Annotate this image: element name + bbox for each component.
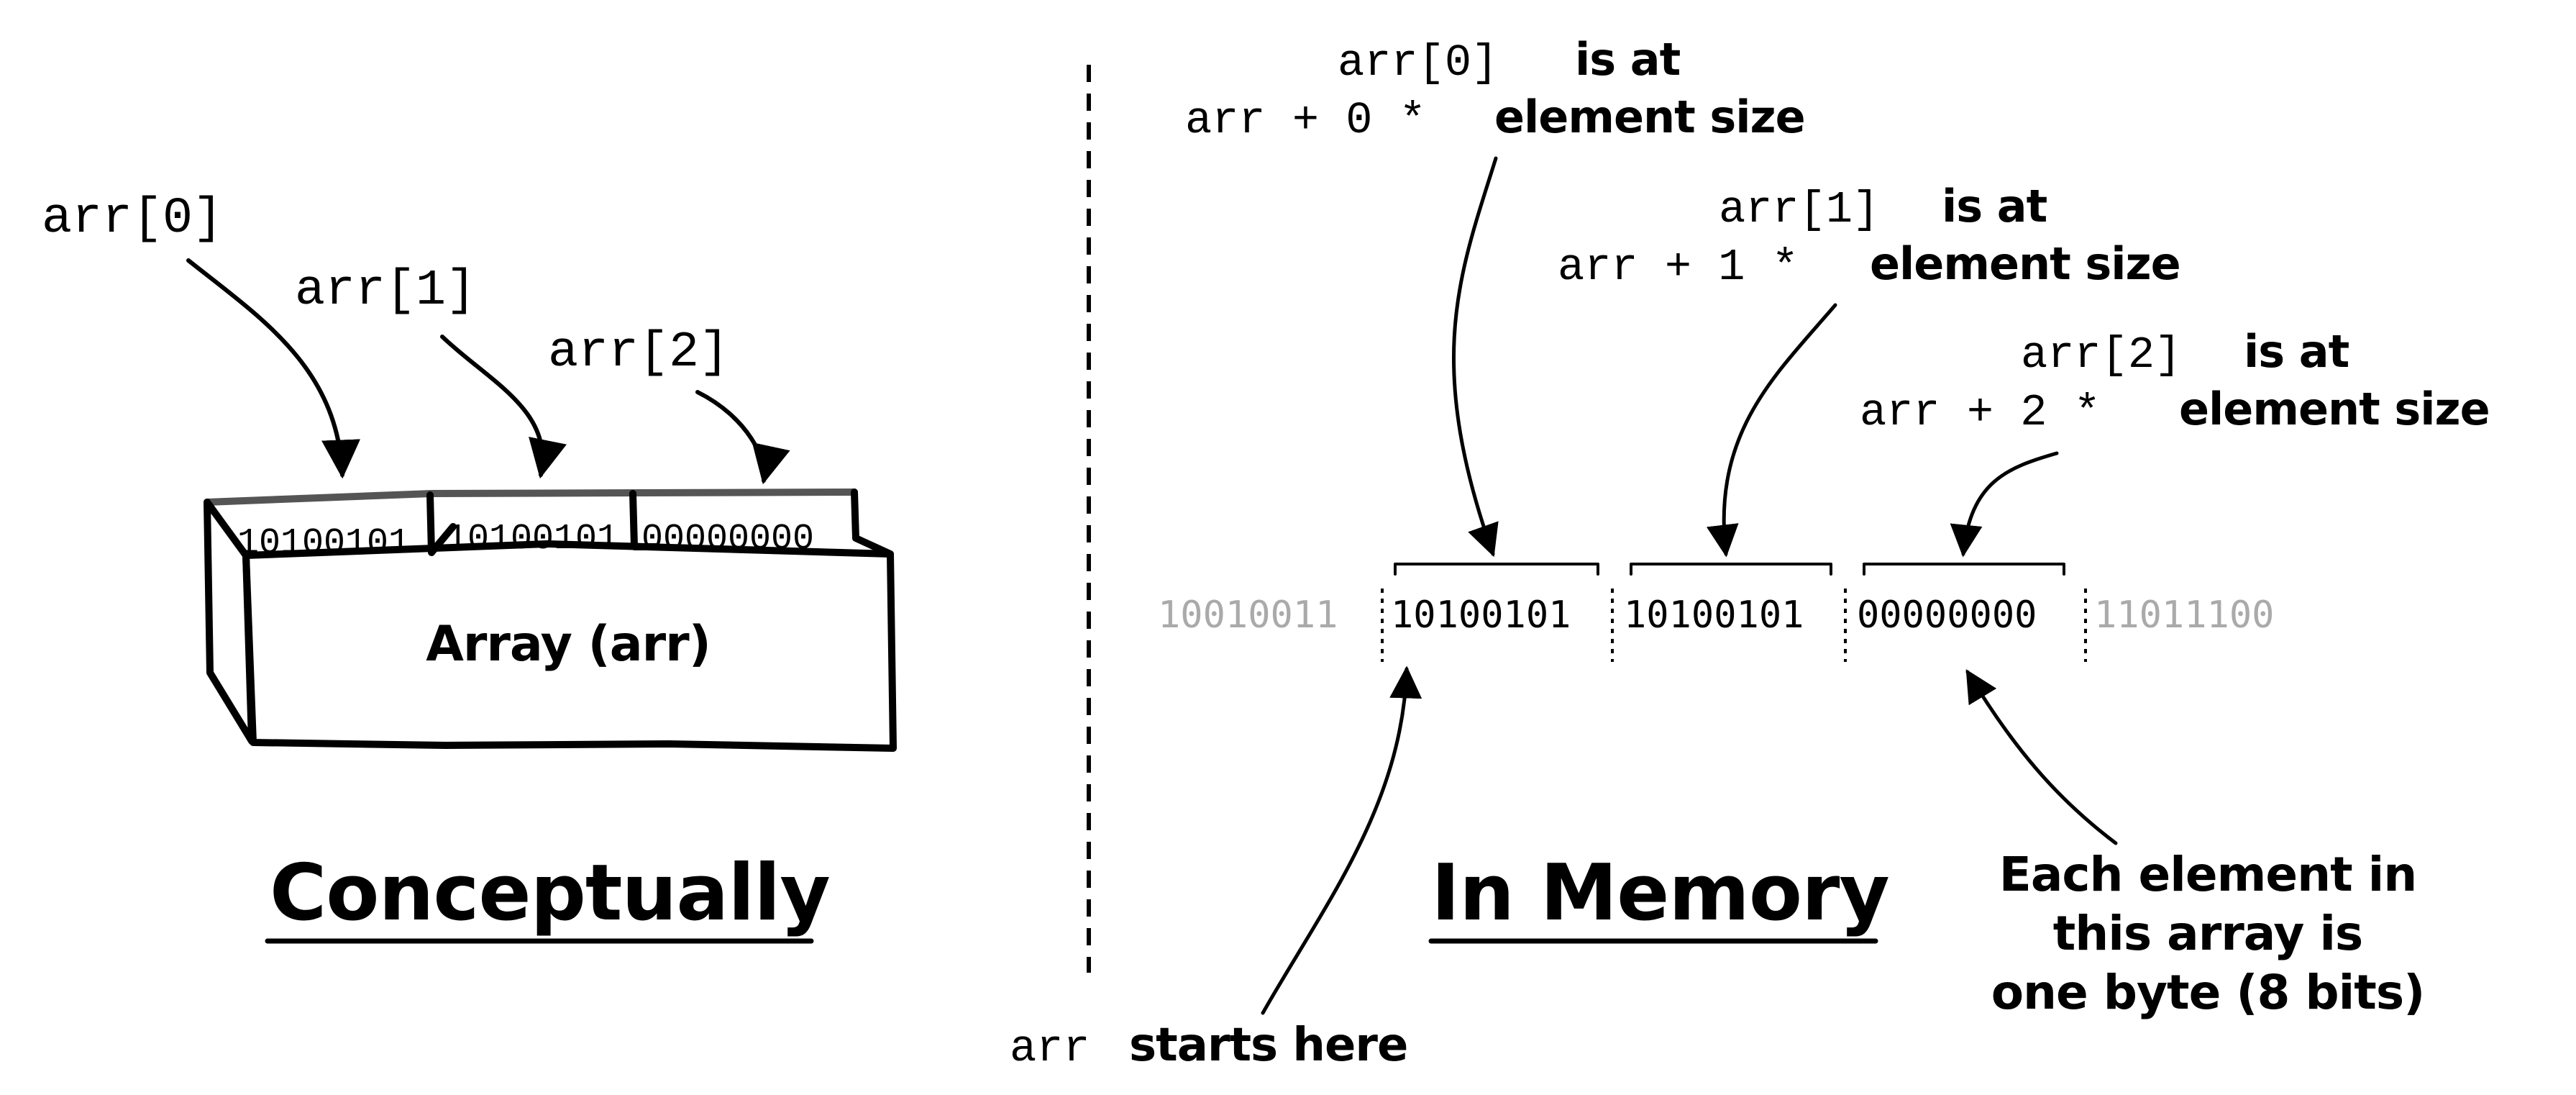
memory-byte-3: 00000000 [1857, 594, 2037, 637]
caption-in-memory: In Memory [1431, 848, 1889, 938]
arrow-element-note [1965, 669, 2118, 845]
arrow-arr0 [186, 258, 361, 479]
arrow-start [1261, 665, 1422, 1015]
box-top-edge [204, 489, 858, 506]
box-label: Array (arr) [426, 616, 711, 673]
annotation-0-formula-text: element size [1494, 91, 1805, 143]
caption-conceptually: Conceptually [270, 848, 830, 938]
annotation-0-text: is at [1575, 33, 1681, 86]
arrow-arr1 [440, 335, 567, 479]
memory-byte-2: 10100101 [1624, 594, 1804, 637]
annotation-2-code: arr[2] [2021, 330, 2181, 381]
label-arr2: arr[2] [548, 324, 729, 381]
memory-panel: arr[0] is at arr + 0 * element size arr[… [1010, 33, 2490, 1074]
element-note-line-1: Each element in [1999, 847, 2417, 902]
box-divider-1 [426, 491, 457, 556]
annotation-0-formula-code: arr + 0 * [1185, 95, 1426, 146]
start-note-code: arr [1010, 1023, 1090, 1074]
box-right-back [851, 489, 894, 558]
bracket-0 [1394, 563, 1599, 576]
annotation-1-formula-code: arr + 1 * [1558, 242, 1799, 293]
arrow-annotation-2 [1950, 451, 2059, 558]
label-arr1: arr[1] [295, 263, 476, 319]
start-note-text: starts here [1129, 1019, 1407, 1072]
annotation-2-formula-code: arr + 2 * [1860, 387, 2101, 438]
label-arr0: arr[0] [42, 191, 223, 247]
annotation-1-text: is at [1942, 180, 2047, 232]
bracket-1 [1630, 563, 1832, 576]
conceptual-panel: arr[0] arr[1] arr[2] 10100101 10100101 0… [42, 191, 897, 944]
box-front-face [242, 540, 897, 752]
arrow-annotation-1 [1706, 303, 1837, 558]
annotation-1-code: arr[1] [1719, 184, 1879, 235]
element-note-line-3: one byte (8 bits) [1991, 965, 2425, 1020]
arrow-arr2 [695, 390, 790, 485]
bracket-2 [1863, 563, 2065, 576]
annotation-2-text: is at [2244, 325, 2349, 378]
memory-byte-1: 10100101 [1391, 594, 1571, 637]
box-bits-1: 10100101 [446, 519, 618, 560]
annotation-0-code: arr[0] [1338, 37, 1498, 88]
memory-byte-0: 10010011 [1158, 594, 1338, 637]
annotation-2-formula-text: element size [2179, 383, 2490, 435]
element-note-line-2: this array is [2053, 906, 2362, 961]
arrow-annotation-0 [1452, 156, 1499, 558]
annotation-1-formula-text: element size [1870, 237, 2180, 290]
memory-byte-4: 11011100 [2094, 594, 2274, 637]
